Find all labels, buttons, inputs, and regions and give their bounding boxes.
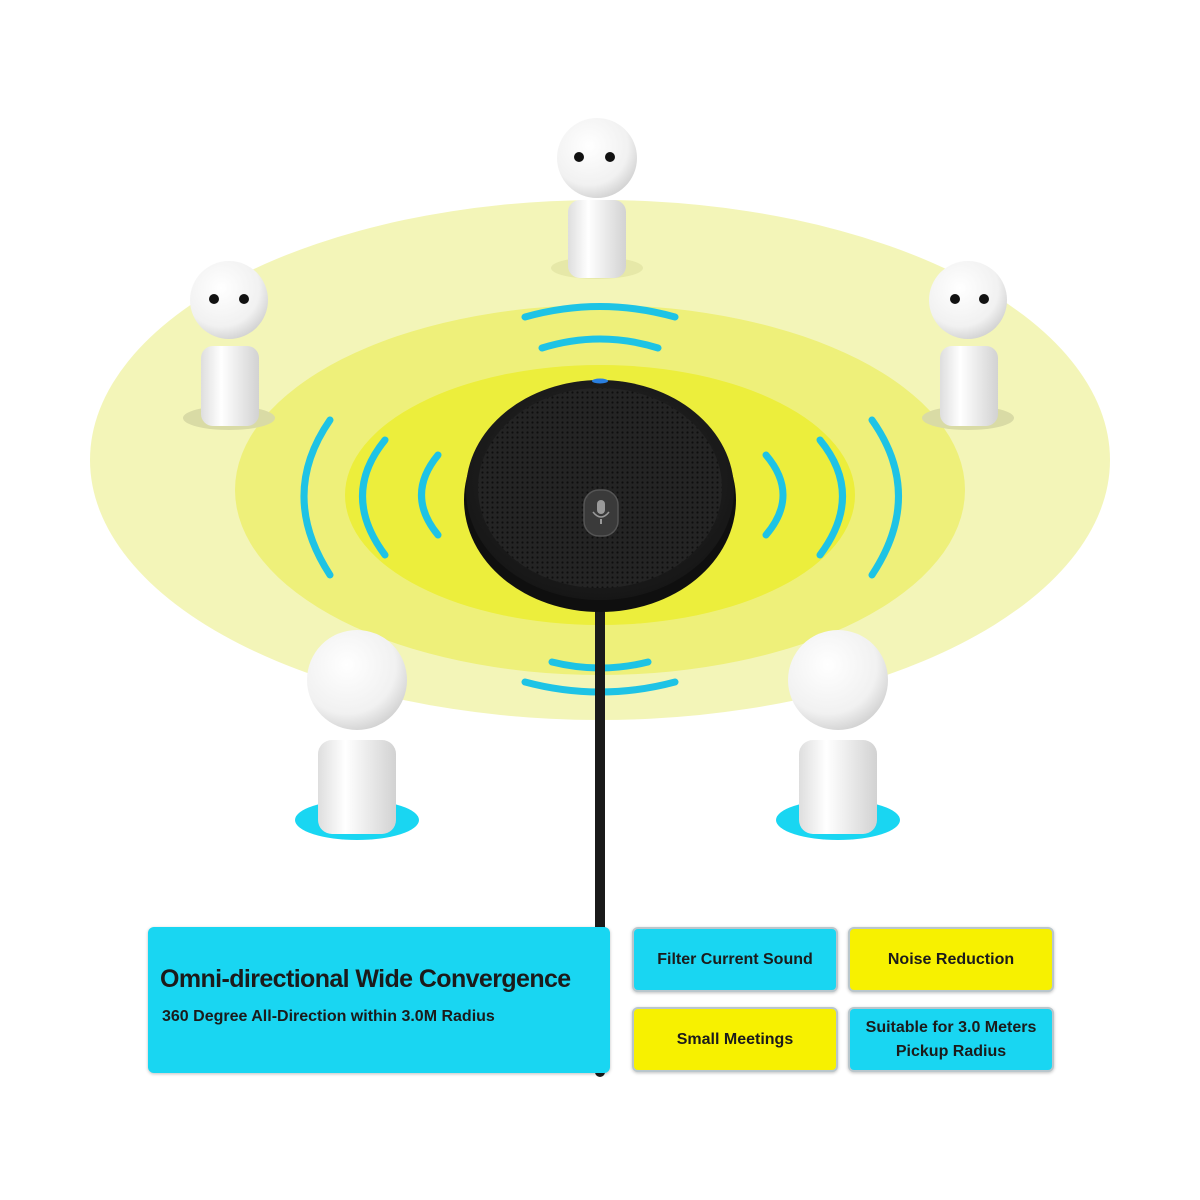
figure-eye bbox=[209, 294, 219, 304]
tag-pickup-radius: Suitable for 3.0 Meters Pickup Radius bbox=[848, 1007, 1054, 1072]
figure-body bbox=[318, 740, 396, 834]
figure-body bbox=[799, 740, 877, 834]
device-mesh-grille bbox=[478, 388, 722, 588]
figure-eye bbox=[605, 152, 615, 162]
figure-head bbox=[929, 261, 1007, 339]
wave-top-2 bbox=[521, 303, 679, 321]
figure-body bbox=[201, 346, 259, 426]
wave-right-2 bbox=[816, 436, 846, 559]
figure-body bbox=[568, 200, 626, 278]
main-subtitle: 360 Degree All-Direction within 3.0M Rad… bbox=[162, 1008, 495, 1025]
tag-noise-reduction: Noise Reduction bbox=[848, 927, 1054, 992]
figure-bottom-left bbox=[295, 630, 419, 840]
microphone-device bbox=[464, 378, 736, 612]
figure-head bbox=[788, 630, 888, 730]
figure-body bbox=[940, 346, 998, 426]
tag-filter-current-sound: Filter Current Sound bbox=[632, 927, 838, 992]
wave-left-1 bbox=[418, 451, 442, 539]
figure-head bbox=[190, 261, 268, 339]
wave-top-1 bbox=[538, 335, 662, 352]
tag-label: Small Meetings bbox=[676, 1030, 794, 1048]
figure-head bbox=[557, 118, 637, 198]
tag-label: Noise Reduction bbox=[887, 950, 1015, 968]
figure-right bbox=[922, 261, 1014, 430]
microphone-mute-icon bbox=[592, 500, 610, 524]
figure-head bbox=[307, 630, 407, 730]
figure-bottom-right bbox=[776, 630, 900, 840]
tag-small-meetings: Small Meetings bbox=[632, 1007, 838, 1072]
figure-eye bbox=[574, 152, 584, 162]
status-led bbox=[592, 378, 608, 384]
wave-left-3 bbox=[300, 416, 334, 579]
wave-right-3 bbox=[868, 416, 902, 579]
main-title: Omni-directional Wide Convergence bbox=[160, 965, 571, 993]
figure-top bbox=[551, 118, 643, 279]
main-info-panel: Omni-directional Wide Convergence 360 De… bbox=[148, 927, 610, 1073]
figure-left bbox=[183, 261, 275, 430]
wave-left-2 bbox=[359, 436, 389, 559]
figure-eye bbox=[979, 294, 989, 304]
tag-label: Suitable for 3.0 Meters Pickup Radius bbox=[865, 1018, 1037, 1060]
figure-eye bbox=[950, 294, 960, 304]
wave-right-1 bbox=[762, 451, 787, 539]
figure-eye bbox=[239, 294, 249, 304]
tag-label: Filter Current Sound bbox=[657, 950, 813, 968]
